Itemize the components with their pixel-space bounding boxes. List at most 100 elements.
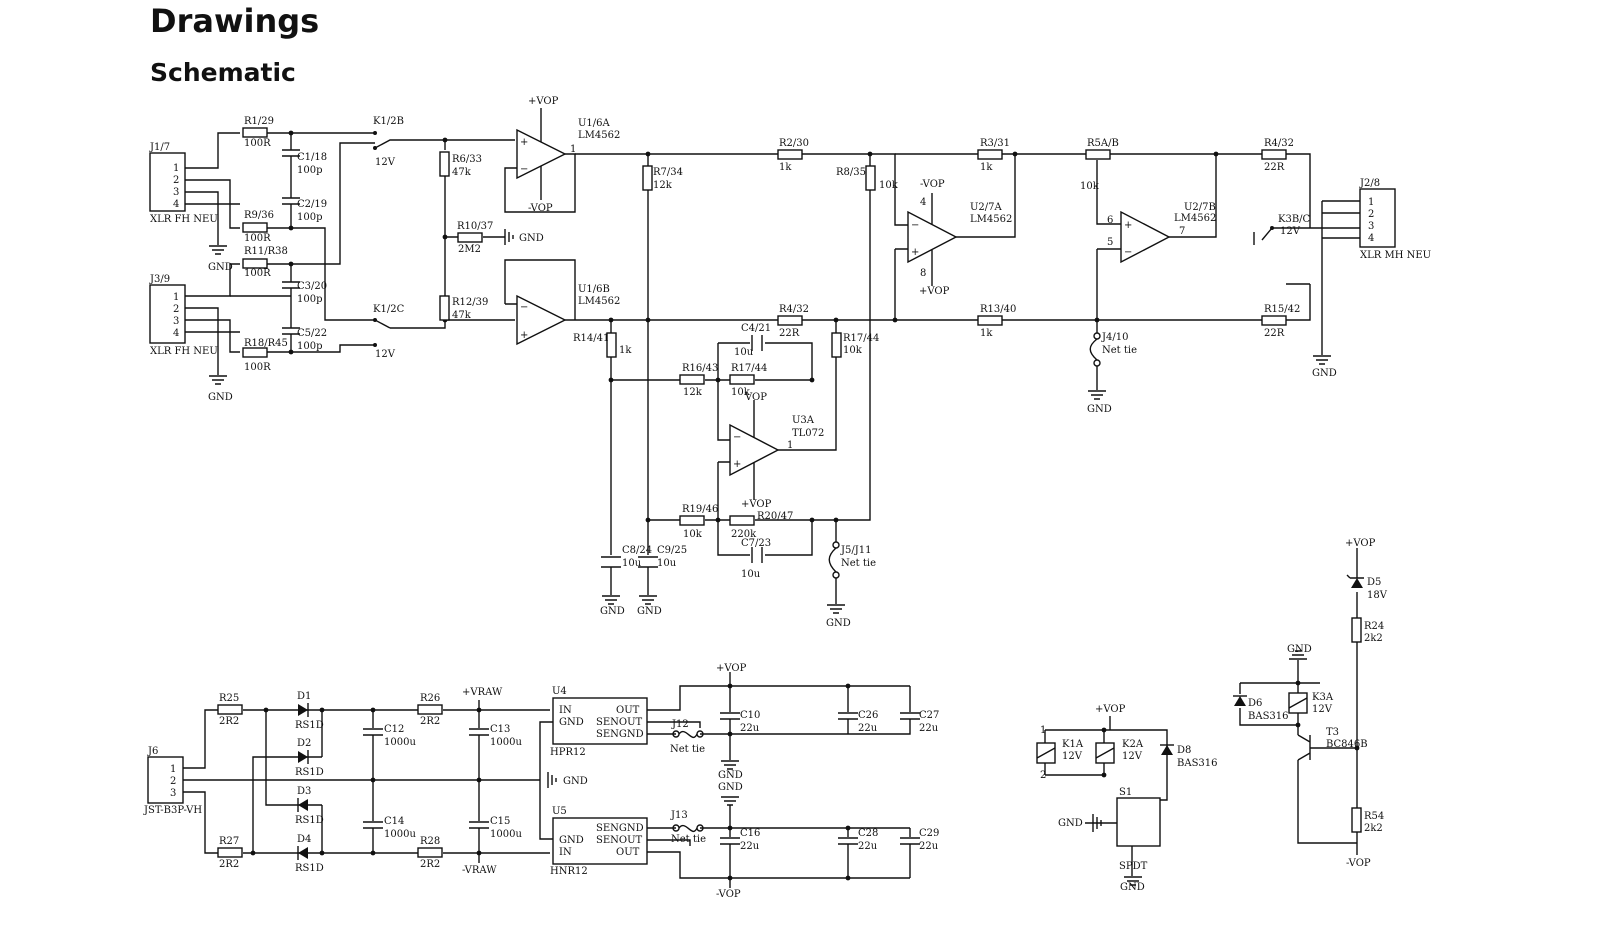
resistor-r22: R19/46 10k <box>679 504 718 540</box>
svg-text:BC846B: BC846B <box>1326 739 1368 750</box>
svg-text:GND: GND <box>1087 404 1112 415</box>
switch-s1: S1 SPDT GND GND <box>1058 787 1161 893</box>
svg-text:U2/7B: U2/7B <box>1184 202 1216 213</box>
svg-text:K1A: K1A <box>1062 739 1084 750</box>
svg-text:XLR FH NEU: XLR FH NEU <box>150 346 218 357</box>
svg-text:+VOP: +VOP <box>1345 538 1376 549</box>
svg-text:IN: IN <box>559 705 572 716</box>
svg-text:TL072: TL072 <box>792 428 824 439</box>
svg-text:4: 4 <box>1368 233 1374 244</box>
svg-text:LM4562: LM4562 <box>970 214 1012 225</box>
svg-text:3: 3 <box>173 316 179 327</box>
svg-text:U4: U4 <box>552 686 567 697</box>
svg-text:+VOP: +VOP <box>528 96 559 107</box>
svg-text:1: 1 <box>570 144 576 155</box>
svg-text:R17/44: R17/44 <box>731 363 767 374</box>
svg-text:C5/22: C5/22 <box>297 328 327 339</box>
svg-text:SENGND: SENGND <box>596 729 644 740</box>
svg-text:R17/44: R17/44 <box>843 333 879 344</box>
svg-text:22u: 22u <box>740 723 760 734</box>
svg-text:R4/32: R4/32 <box>779 304 809 315</box>
svg-text:GND: GND <box>519 233 544 244</box>
svg-text:22R: 22R <box>1264 162 1285 173</box>
svg-text:2R2: 2R2 <box>219 859 239 870</box>
svg-text:3: 3 <box>173 187 179 198</box>
svg-text:IN: IN <box>559 847 572 858</box>
svg-text:D1: D1 <box>297 691 311 702</box>
svg-text:D6: D6 <box>1248 698 1262 709</box>
svg-text:U3A: U3A <box>792 415 815 426</box>
svg-text:R20/47: R20/47 <box>757 511 793 522</box>
connector-j3: J3/9 XLR FH NEU 1 2 3 4 <box>149 274 218 357</box>
svg-text:C29: C29 <box>919 828 939 839</box>
svg-text:XLR FH NEU: XLR FH NEU <box>150 214 218 225</box>
svg-text:S1: S1 <box>1119 787 1132 798</box>
svg-text:RS1D: RS1D <box>295 815 324 826</box>
svg-text:100R: 100R <box>244 362 271 373</box>
svg-text:-VOP: -VOP <box>1346 858 1371 869</box>
svg-text:R1/29: R1/29 <box>244 116 274 127</box>
svg-text:100p: 100p <box>297 212 323 223</box>
svg-text:R5A/B: R5A/B <box>1087 138 1119 149</box>
svg-text:+VRAW: +VRAW <box>462 687 503 698</box>
svg-text:-VOP: -VOP <box>920 179 945 190</box>
svg-text:R19/46: R19/46 <box>682 504 718 515</box>
svg-text:GND: GND <box>718 782 743 793</box>
svg-text:C10: C10 <box>740 710 760 721</box>
svg-text:10u: 10u <box>657 558 677 569</box>
svg-text:2: 2 <box>1040 770 1046 781</box>
svg-text:100p: 100p <box>297 294 323 305</box>
svg-text:T3: T3 <box>1326 727 1339 738</box>
svg-text:−: − <box>1124 247 1132 258</box>
page-title: Drawings <box>150 2 320 40</box>
svg-text:10k: 10k <box>683 529 703 540</box>
svg-text:8: 8 <box>920 268 926 279</box>
svg-text:C13: C13 <box>490 724 510 735</box>
svg-text:D4: D4 <box>297 834 311 845</box>
svg-text:12V: 12V <box>1062 751 1083 762</box>
svg-text:JST-B3P-VH: JST-B3P-VH <box>143 805 202 816</box>
svg-text:12V: 12V <box>375 157 396 168</box>
svg-text:220k: 220k <box>731 529 757 540</box>
svg-text:1: 1 <box>173 292 179 303</box>
svg-text:12k: 12k <box>653 180 673 191</box>
svg-text:100R: 100R <box>244 268 271 279</box>
svg-text:2: 2 <box>1368 209 1374 220</box>
svg-text:J3/9: J3/9 <box>149 274 170 285</box>
svg-text:3: 3 <box>170 788 176 799</box>
svg-text:−: − <box>520 164 528 175</box>
svg-text:1k: 1k <box>980 328 993 339</box>
svg-text:R11/R38: R11/R38 <box>244 246 288 257</box>
svg-text:Net tie: Net tie <box>671 834 706 845</box>
svg-text:GND: GND <box>1312 368 1337 379</box>
svg-text:-VRAW: -VRAW <box>462 865 497 876</box>
svg-text:+: + <box>911 247 919 258</box>
svg-text:U1/6A: U1/6A <box>578 118 611 129</box>
svg-text:J1/7: J1/7 <box>149 142 170 153</box>
svg-text:C12: C12 <box>384 724 404 735</box>
svg-text:D8: D8 <box>1177 745 1191 756</box>
svg-text:2: 2 <box>170 776 176 787</box>
